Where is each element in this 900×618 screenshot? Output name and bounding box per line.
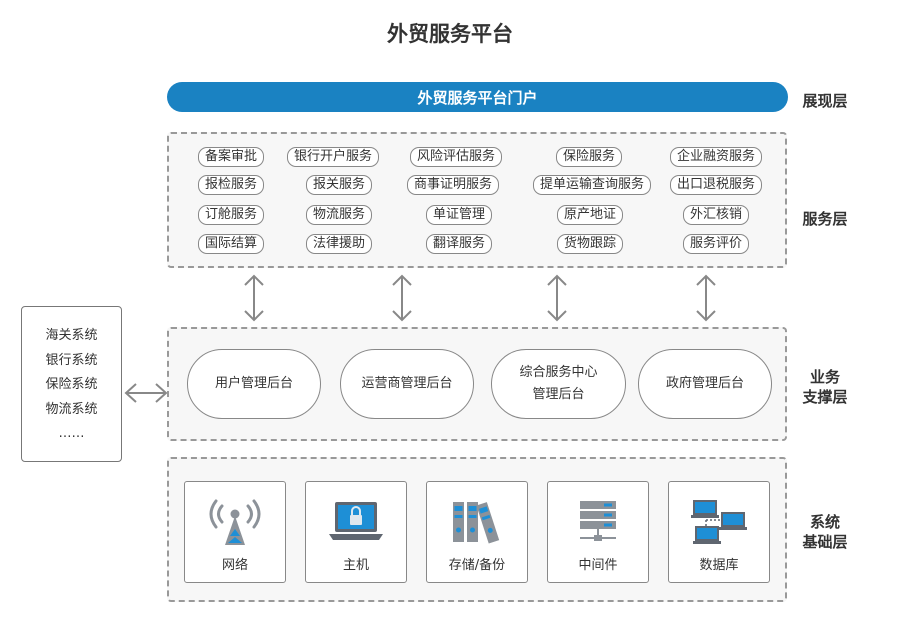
layer-label-line: 支撑层 [802, 388, 848, 406]
double-arrow-icon [392, 274, 412, 322]
layer-label-base: 系统 基础层 [790, 512, 860, 552]
double-arrow-icon [547, 274, 567, 322]
double-arrow-icon [696, 274, 716, 322]
support-module-label: 用户管理后台 [214, 376, 293, 391]
double-arrow-icon [244, 274, 264, 322]
server-rack-icon [580, 501, 616, 541]
support-module: 综合服务中心 管理后台 [491, 349, 626, 419]
service-pill: 订舱服务 [197, 205, 265, 225]
base-card-label: 数据库 [699, 558, 739, 573]
service-pill: 风险评估服务 [409, 147, 503, 167]
base-card-database: 数据库 [668, 481, 770, 583]
external-system-item: 海关系统 [45, 328, 98, 343]
service-pill: 货物跟踪 [556, 234, 624, 254]
base-card-label: 网络 [221, 558, 248, 573]
support-module-label: 综合服务中心 [519, 365, 598, 380]
base-card-label: 主机 [342, 558, 369, 573]
layer-label-line: 基础层 [802, 533, 848, 551]
service-pill: 物流服务 [305, 205, 373, 225]
support-module: 政府管理后台 [638, 349, 772, 419]
service-pill: 报检服务 [197, 175, 265, 195]
service-pill: 企业融资服务 [669, 147, 763, 167]
diagram-title: 外贸服务平台 [387, 22, 513, 46]
service-pill: 商事证明服务 [406, 175, 500, 195]
network-computers-icon [691, 500, 747, 544]
base-card-middleware: 中间件 [547, 481, 649, 583]
layer-label-line: 系统 [809, 513, 840, 531]
external-system-item: 物流系统 [45, 401, 98, 417]
support-module-label: 政府管理后台 [665, 376, 744, 391]
storage-icon [453, 502, 500, 544]
external-systems-box: 海关系统 银行系统 保险系统 物流系统 …… [21, 306, 122, 462]
service-pill: 银行开户服务 [286, 147, 380, 167]
portal-bar: 外贸服务平台门户 [167, 82, 788, 112]
support-layer-box: 用户管理后台 运营商管理后台 综合服务中心 管理后台 政府管理后台 [167, 327, 787, 441]
service-pill: 提单运输查询服务 [532, 175, 652, 195]
service-pill: 原产地证 [556, 205, 624, 225]
layer-label-line: 业务 [809, 368, 840, 386]
layer-label-support: 业务 支撑层 [790, 367, 860, 407]
horizontal-double-arrow-icon [124, 383, 168, 403]
service-pill: 国际结算 [197, 234, 265, 254]
service-pill: 备案审批 [197, 147, 265, 167]
laptop-icon [329, 502, 383, 540]
layer-label-service: 服务层 [802, 210, 848, 228]
service-pill: 保险服务 [555, 147, 623, 167]
base-card-network: 网络 [184, 481, 286, 583]
service-layer-box: 备案审批 银行开户服务 风险评估服务 保险服务 企业融资服务 报检服务 报关服务… [167, 132, 787, 268]
support-module-label: 运营商管理后台 [361, 376, 453, 391]
service-pill: 外汇核销 [682, 205, 750, 225]
base-card-label: 存储/备份 [448, 558, 506, 573]
support-module: 用户管理后台 [187, 349, 321, 419]
base-card-host: 主机 [305, 481, 407, 583]
service-pill: 出口退税服务 [669, 175, 763, 195]
base-layer-box: 网络 主机 [167, 457, 787, 602]
service-pill: 法律援助 [305, 234, 373, 254]
portal-label: 外贸服务平台门户 [417, 88, 538, 107]
base-card-label: 中间件 [578, 558, 618, 573]
service-pill: 翻译服务 [425, 234, 493, 254]
external-system-item: 保险系统 [45, 377, 98, 392]
service-pill: 单证管理 [425, 205, 493, 225]
service-pill: 报关服务 [305, 175, 373, 195]
support-module-label-line2: 管理后台 [532, 387, 585, 402]
antenna-icon [209, 499, 261, 545]
base-card-storage: 存储/备份 [426, 481, 528, 583]
external-system-item: 银行系统 [45, 352, 98, 368]
support-module: 运营商管理后台 [340, 349, 474, 419]
service-pill: 服务评价 [682, 234, 750, 254]
external-system-item: …… [58, 426, 85, 441]
layer-label-presentation: 展现层 [802, 92, 848, 110]
